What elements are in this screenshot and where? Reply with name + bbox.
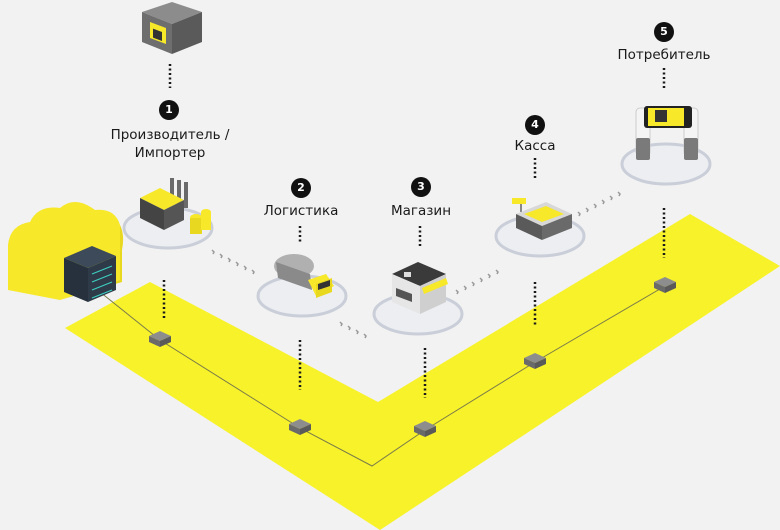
network-node-2: [289, 419, 311, 435]
stage-3-badge: 3: [411, 177, 431, 197]
network-node-5: [654, 277, 676, 293]
store-icon: [392, 262, 448, 314]
stage-1-badge: 1: [159, 100, 179, 120]
network-node-4: [524, 353, 546, 369]
factory-icon: [140, 178, 211, 234]
server-rack-icon: [64, 246, 116, 302]
arrow-4-5: [577, 191, 621, 217]
network-nodes: [149, 277, 676, 437]
smartphone-scan-icon: [635, 106, 699, 160]
tanker-truck-icon: [274, 254, 334, 298]
cash-register-icon: [512, 198, 572, 240]
stage-2-label: Логистика: [263, 203, 339, 219]
stage-5-badge: 5: [654, 22, 674, 42]
stage-3-label: Магазин: [390, 203, 452, 219]
flow-arrows: [211, 191, 621, 339]
arrow-2-3: [339, 321, 367, 339]
stage-1-label-line1: Производитель /: [110, 127, 230, 143]
package-datamatrix-icon: [142, 2, 202, 54]
arrow-3-4: [455, 269, 499, 295]
stage-1-label: Производитель / Импортер: [100, 126, 240, 162]
data-floor: [65, 214, 780, 530]
stage-4-badge: 4: [525, 115, 545, 135]
stage-5-label: Потребитель: [617, 47, 711, 63]
arrow-1-2: [211, 249, 255, 275]
stage-4-label: Касса: [514, 138, 556, 154]
network-node-3: [414, 421, 436, 437]
stage-2-badge: 2: [291, 178, 311, 198]
dotted-connectors: [162, 64, 666, 398]
stage-1-label-line2: Импортер: [134, 145, 206, 161]
network-node-1: [149, 331, 171, 347]
